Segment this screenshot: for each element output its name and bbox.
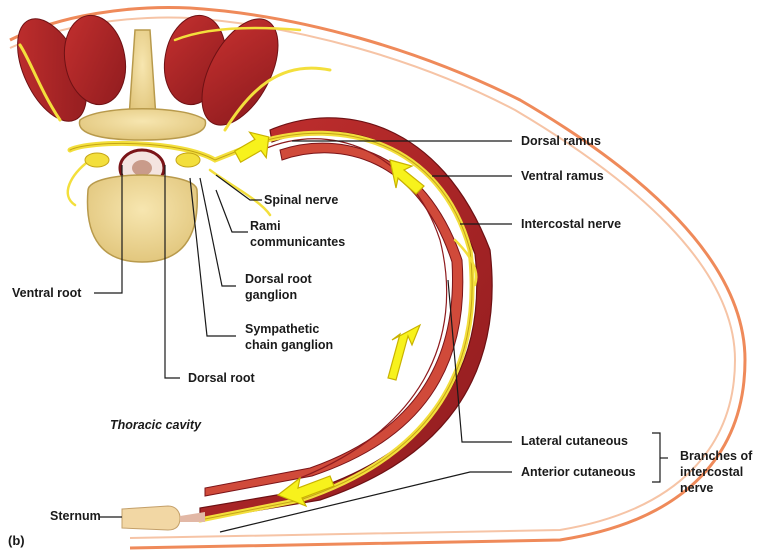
ganglion-left: [84, 152, 110, 168]
body-subcutaneous-line: [9, 16, 737, 539]
intercostal-muscle-inner: [204, 142, 464, 497]
label-dorsal-ramus: Dorsal ramus: [521, 134, 601, 148]
label-thoracic-cavity: Thoracic cavity: [110, 418, 202, 432]
label-branches-line3: nerve: [680, 481, 714, 495]
label-dorsal-root-ganglion-line2: ganglion: [245, 288, 298, 302]
label-sympathetic-chain-ganglion-line1: Sympathetic: [245, 322, 320, 336]
label-anterior-cutaneous: Anterior cutaneous: [521, 465, 636, 479]
back-muscles: [17, 14, 279, 126]
vertebra: [78, 29, 207, 263]
sternum: [121, 505, 205, 531]
body-skin-outline: [9, 6, 747, 550]
label-spinal-nerve: Spinal nerve: [264, 193, 339, 207]
label-rami-communicantes-line2: communicantes: [250, 235, 346, 249]
label-lateral-cutaneous: Lateral cutaneous: [521, 434, 628, 448]
flow-arrows: [233, 131, 425, 508]
ganglion-right: [175, 152, 201, 168]
label-sternum: Sternum: [50, 509, 101, 523]
label-sympathetic-chain-ganglion-line2: chain ganglion: [245, 338, 334, 352]
label-dorsal-root-ganglion-line1: Dorsal root: [245, 272, 312, 286]
label-rami-communicantes-line1: Rami: [250, 219, 281, 233]
nerves: [18, 26, 478, 523]
label-ventral-ramus: Ventral ramus: [521, 169, 604, 183]
leader-lines: [94, 140, 668, 533]
label-intercostal-nerve: Intercostal nerve: [521, 217, 622, 231]
figure-label: (b): [8, 533, 25, 548]
label-ventral-root: Ventral root: [12, 286, 82, 300]
label-dorsal-root: Dorsal root: [188, 371, 255, 385]
label-branches-line1: Branches of: [680, 449, 753, 463]
label-branches-line2: intercostal: [680, 465, 744, 479]
